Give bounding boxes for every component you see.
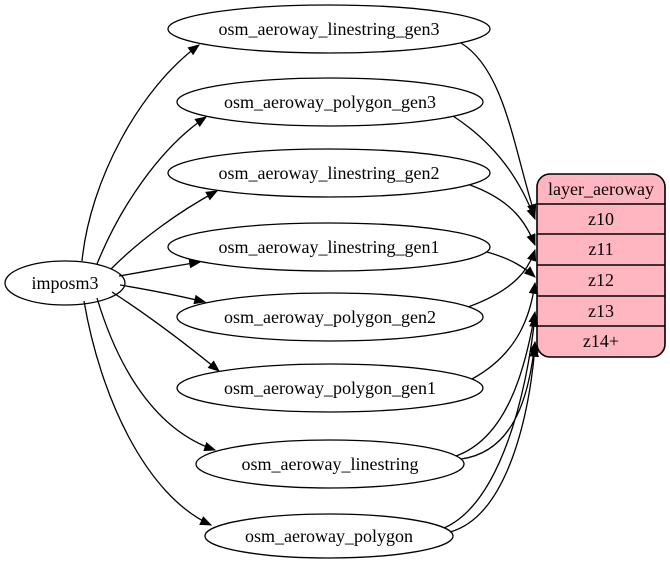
table-label: osm_aeroway_linestring_gen2 (219, 163, 440, 183)
edge-imposm3-linestring_gen2 (110, 190, 219, 270)
node-osm_aeroway_polygon_gen2: osm_aeroway_polygon_gen2 (176, 292, 484, 342)
table-label: osm_aeroway_polygon_gen2 (224, 307, 436, 327)
node-osm_aeroway_linestring_gen2: osm_aeroway_linestring_gen2 (167, 148, 491, 198)
edge-imposm3-polygon_gen2 (119, 284, 207, 305)
edge-imposm3-polygon_gen3 (96, 116, 207, 265)
table-label: osm_aeroway_linestring_gen1 (219, 237, 440, 257)
row-z12: z12 (588, 270, 614, 290)
table-ellipse (167, 148, 491, 198)
table-ellipse (167, 222, 491, 272)
node-osm_aeroway_linestring: osm_aeroway_linestring (195, 439, 465, 489)
table-ellipse (167, 4, 491, 54)
table-label: osm_aeroway_linestring_gen3 (219, 19, 440, 39)
node-osm_aeroway_polygon: osm_aeroway_polygon (204, 513, 454, 559)
row-z13: z13 (588, 301, 614, 321)
row-z11: z11 (588, 239, 613, 259)
node-osm_aeroway_polygon_gen3: osm_aeroway_polygon_gen3 (176, 77, 484, 127)
table-ellipse (176, 77, 484, 127)
table-ellipse (204, 513, 454, 559)
edge-polygon_gen1-z12 (471, 281, 539, 380)
edge-linestring_gen1-z12 (486, 251, 536, 278)
edge-linestring-z14plus (460, 340, 539, 460)
imposm3-ellipse (4, 260, 126, 306)
edge-imposm3-linestring (96, 297, 217, 452)
table-ellipse (176, 363, 484, 413)
node-osm_aeroway_linestring_gen3: osm_aeroway_linestring_gen3 (167, 4, 491, 54)
edge-imposm3-polygon_gen1 (111, 291, 220, 372)
edge-linestring-z13 (455, 310, 538, 457)
table-ellipse (176, 292, 484, 342)
edge-polygon-z14plus (449, 344, 539, 533)
edge-imposm3-linestring_gen3 (81, 44, 200, 262)
table-label: osm_aeroway_polygon_gen1 (224, 378, 436, 398)
edge-linestring_gen3-z10 (460, 42, 537, 217)
edge-linestring_gen2-z11 (469, 184, 536, 247)
edge-imposm3-polygon (83, 300, 213, 526)
table-label: osm_aeroway_polygon_gen3 (224, 92, 436, 112)
row-z10: z10 (588, 209, 614, 229)
table-ellipse (195, 439, 465, 489)
edge-imposm3-linestring_gen1 (118, 258, 202, 277)
imposm3-label: imposm3 (31, 273, 98, 293)
edges (81, 42, 539, 533)
table-label: osm_aeroway_polygon (245, 526, 413, 546)
node-osm_aeroway_polygon_gen1: osm_aeroway_polygon_gen1 (176, 363, 484, 413)
node-osm_aeroway_linestring_gen1: osm_aeroway_linestring_gen1 (167, 222, 491, 272)
node-layer_aeroway: layer_aeroway z10 z11 z12 z13 z14+ (536, 173, 666, 358)
row-z14plus: z14+ (583, 331, 619, 351)
edge-polygon_gen2-z11 (467, 248, 537, 308)
edge-polygon_gen3-z10 (452, 115, 536, 221)
layer-aeroway-title: layer_aeroway (548, 179, 654, 199)
table-label: osm_aeroway_linestring (242, 454, 419, 474)
node-imposm3: imposm3 (4, 260, 126, 306)
edge-polygon-z13 (443, 314, 539, 529)
